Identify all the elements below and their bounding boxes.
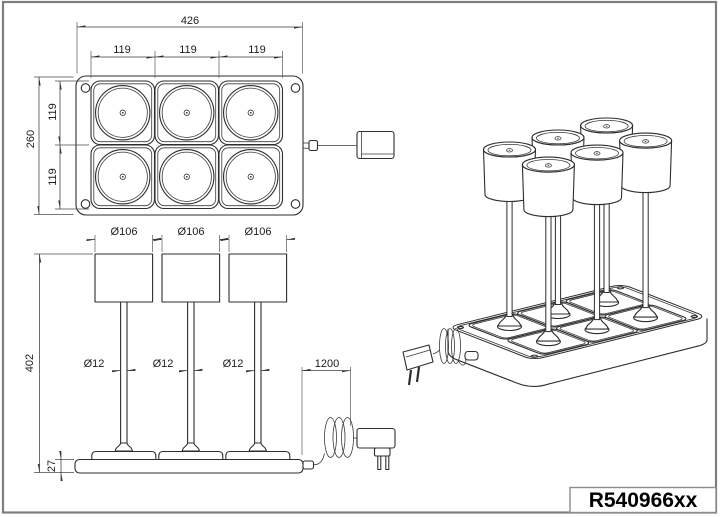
iso-corner-hole [690,315,699,318]
front-dimensions: Ø106 Ø106 Ø106 Ø12 Ø12 Ø12 1200 402 [24,226,351,481]
corner-screw-holes [80,83,301,209]
dim-shade-diameter-2: Ø106 [178,226,205,238]
dim-cable-length: 1200 [315,358,339,370]
dim-total-height: 402 [24,354,36,372]
top-view: 426 119 119 119 260 119 119 [25,15,395,216]
iso-corner-hole [530,355,539,358]
charging-base-front-outline [74,458,304,474]
dim-cell-width-3: 119 [248,44,266,56]
mains-adapter-front [356,427,396,449]
iso-power-cord-and-adapter [402,328,479,386]
mains-adapter-plan [356,130,395,160]
title-block-box [569,486,717,514]
iso-dc-plug [464,350,479,361]
dim-total-depth: 260 [25,130,37,148]
coiled-cable-loop [451,328,461,364]
dim-pole-diameter-1: Ø12 [84,358,105,370]
power-cord-and-adapter-plan [303,130,395,160]
dim-cell-width-1: 119 [113,44,131,56]
dim-pole-diameter-3: Ø12 [223,358,244,370]
plug-prong [407,369,413,386]
dim-shade-diameter-3: Ø106 [245,226,272,238]
plan-dimensions: 426 119 119 119 260 119 119 [25,15,303,215]
dim-shade-diameter-1: Ø106 [111,226,138,238]
iso-base-top [448,284,707,360]
front-view: Ø106 Ø106 Ø106 Ø12 Ø12 Ø12 1200 402 [24,226,396,481]
dim-pole-diameter-2: Ø12 [153,358,174,370]
dim-base-height: 27 [46,460,58,472]
iso-corner-hole [616,286,625,289]
power-cord-and-adapter-front [302,417,396,471]
table-lamps-front [94,253,288,452]
iso-view [402,117,708,387]
dc-jack-front [302,460,315,470]
dim-total-width: 426 [181,15,199,27]
iso-mains-adapter [402,344,434,371]
plug-prong [377,455,382,471]
coiled-cable-loop [332,417,346,458]
dim-cell-depth-1: 119 [47,103,59,121]
title-block: R540966xx [569,486,717,514]
dim-cell-width-2: 119 [179,44,197,56]
charging-trays-front [91,450,291,461]
coiled-cable-loop [341,417,354,458]
coiled-cable-loop [445,328,455,364]
plug-prong [415,366,421,383]
coiled-cable-loop [324,417,337,458]
plug-prong [385,455,390,471]
part-number: R540966xx [589,489,698,512]
dim-cell-depth-2: 119 [47,168,59,186]
coiled-cable-loop [439,328,449,364]
dc-plug-plan [308,139,319,152]
iso-corner-hole [456,326,465,329]
